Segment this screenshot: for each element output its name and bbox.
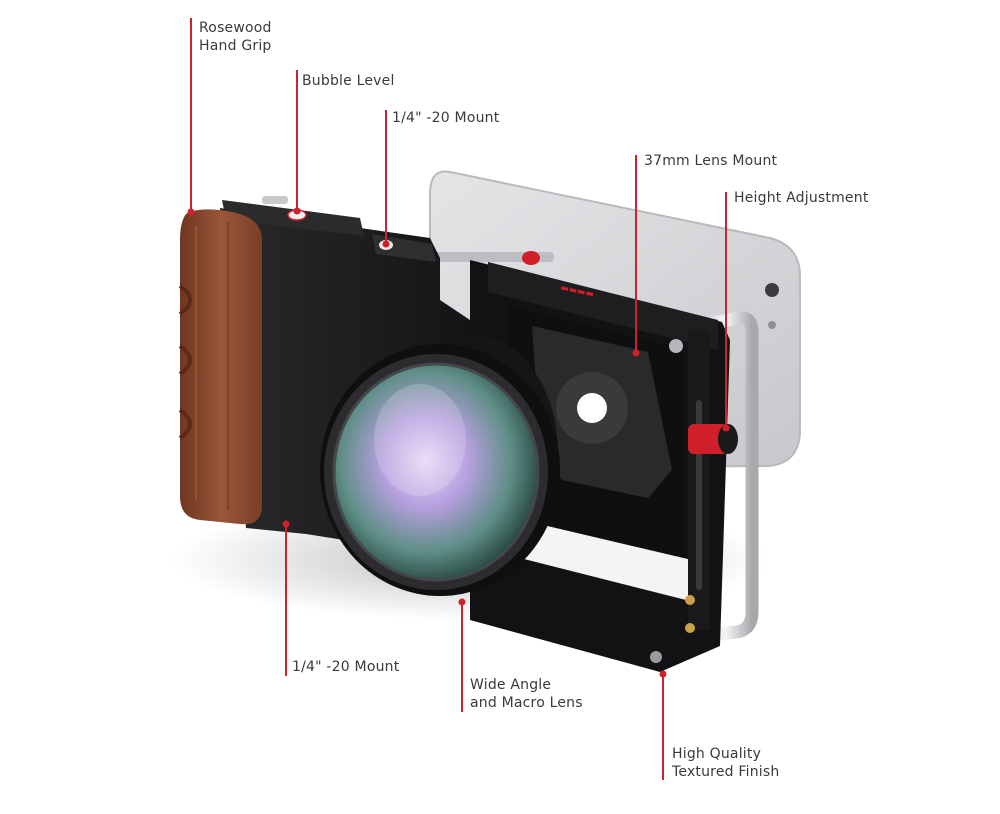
wide-angle-lens [320,334,560,596]
silver-handle [693,311,759,643]
leader-lines [187,18,730,780]
callout-text: 1/4" -20 Mount [392,110,500,126]
callout-wide-angle-lens: Wide Angle and Macro Lens [470,676,583,712]
callout-rosewood-grip: Rosewood Hand Grip [199,19,272,55]
callout-text: Hand Grip [199,38,272,54]
callout-text: Rosewood [199,20,272,36]
callout-lens-mount: 37mm Lens Mount [644,152,777,170]
callout-mount-bottom: 1/4" -20 Mount [292,658,399,676]
callout-mount-top: 1/4" -20 Mount [392,109,499,127]
callout-text: 37mm Lens Mount [644,153,778,169]
callout-bubble-level: Bubble Level [302,72,395,90]
callout-text: 1/4" -20 Mount [292,659,400,675]
callout-text: Height Adjustment [734,190,869,206]
lens-mount-plate [532,326,672,498]
phone-camera-icon [765,283,779,297]
callout-text: Textured Finish [672,764,780,780]
callout-height-adjustment: Height Adjustment [734,189,869,207]
callout-textured-finish: High Quality Textured Finish [672,745,779,781]
callout-text: High Quality [672,746,762,762]
callout-text: Wide Angle [470,677,552,693]
height-knob [688,424,738,454]
rosewood-grip [178,209,262,525]
callout-text: Bubble Level [302,73,395,89]
callout-text: and Macro Lens [470,695,583,711]
rail-rod [424,252,554,262]
